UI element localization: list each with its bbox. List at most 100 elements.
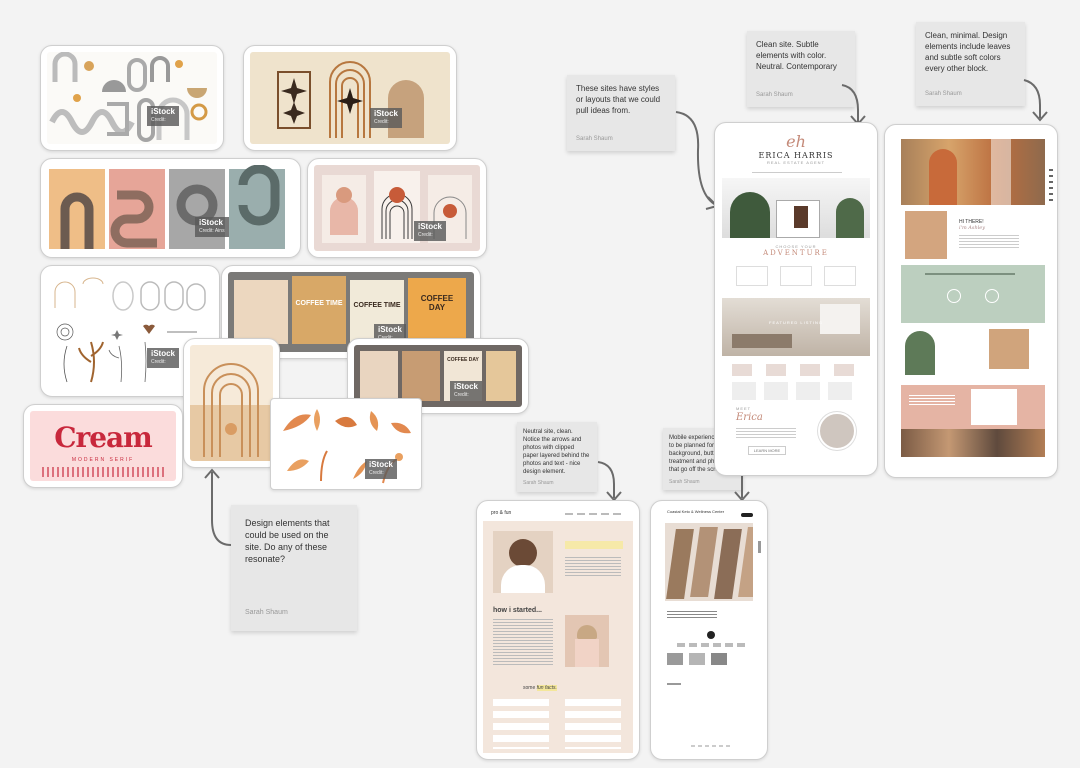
erica-featured-label: FEATURED LISTING <box>769 320 823 325</box>
coffee-time-text: COFFEE TIME <box>295 300 343 307</box>
erica-bio-text <box>736 428 796 438</box>
pro-fun-hero-highlight <box>565 541 623 549</box>
erica-site-subtitle: REAL ESTATE AGENT <box>766 160 826 165</box>
glyph-row <box>42 467 164 477</box>
pro-fun-screen: pro & fun how i started... some fun fact… <box>483 507 633 753</box>
erica-step-text <box>732 382 852 400</box>
erica-choose-text: CHOOSE YOUR <box>775 244 817 249</box>
watermark-credit: Credit: <box>418 232 433 238</box>
sticky-note-text: Clean site. Subtle elements with color. … <box>756 40 837 71</box>
soft-blocks-leaf-photo <box>905 331 935 375</box>
watermark-brand: iStock <box>199 218 224 227</box>
sticky-note-text: Neutral site, clean. Notice the arrows a… <box>523 429 590 475</box>
mobile-thumb-2[interactable] <box>689 653 705 665</box>
coffee-day-text: COFFEE DAY <box>420 294 454 312</box>
watermark-brand: iStock <box>378 325 403 334</box>
watermark-credit: Credit: <box>151 117 166 123</box>
erica-option-2[interactable] <box>780 266 812 286</box>
mobile-link[interactable] <box>667 683 681 685</box>
soft-blocks-side-nav[interactable] <box>1049 169 1053 205</box>
coffee-time-text: COFFEE TIME <box>353 302 401 309</box>
mobile-menu-button[interactable] <box>741 513 753 517</box>
watermark-brand: iStock <box>418 222 443 231</box>
tan-arch-image <box>190 345 273 461</box>
moodboard-card-cream-font[interactable]: Cream MODERN SERIF <box>23 404 183 488</box>
site-screenshot-soft-blocks[interactable]: HI THERE! i'm Ashley <box>884 124 1058 478</box>
moodboard-card-tan-arch[interactable] <box>183 338 280 468</box>
soft-blocks-footer-images <box>901 429 1045 457</box>
sticky-note-neutral-site[interactable]: Neutral site, clean. Notice the arrows a… <box>517 422 597 492</box>
erica-option-1[interactable] <box>736 266 768 286</box>
stock-watermark: iStock Credit: <box>365 459 398 479</box>
coffee-poster-4: COFFEE DAY <box>408 278 466 344</box>
pro-fun-facts-highlight: fun facts. <box>536 685 557 691</box>
site-screenshot-pro-and-fun[interactable]: pro & fun how i started... some fun fact… <box>476 500 640 760</box>
sticky-note-author: Sarah Shaum <box>669 479 700 485</box>
moodboard-card-geometric-shapes[interactable]: iStock Credit: <box>40 45 224 151</box>
botanical-line-art <box>54 277 206 383</box>
erica-steps <box>732 364 858 376</box>
pro-fun-hero-text <box>565 557 621 577</box>
erica-site-name: ERICA HARRIS <box>758 151 834 160</box>
sticky-note-text: Clean, minimal. Design elements include … <box>925 31 1011 73</box>
mobile-footer <box>691 745 731 747</box>
cream-word: Cream <box>54 421 153 454</box>
mobile-scroll-indicator[interactable] <box>758 541 761 553</box>
watermark-brand: iStock <box>151 107 176 116</box>
mobile-hero-gallery <box>665 523 753 601</box>
mobile-thumb-1[interactable] <box>667 653 683 665</box>
erica-nav <box>752 172 842 173</box>
coffee-small-poster-2 <box>402 351 440 401</box>
pro-fun-logo: pro & fun <box>491 510 512 516</box>
stock-watermark: iStock Credit: <box>370 108 403 128</box>
sticky-note-author: Sarah Shaum <box>245 609 288 616</box>
watermark-credit: Credit: <box>151 359 166 365</box>
soft-blocks-photo-2 <box>989 329 1029 369</box>
moodboard-card-arch-prints[interactable]: iStock Credit: <box>307 158 487 258</box>
watermark-credit: Credit: <box>374 119 389 125</box>
mobile-site-header: Coastal Keto & Wellness Center <box>667 509 725 514</box>
soft-blocks-portrait <box>905 211 947 259</box>
arch-prints-image: iStock Credit: <box>314 165 480 251</box>
erica-signature: Erica <box>736 412 763 423</box>
moodboard-card-coffee-small[interactable]: COFFEE DAY iStock Credit: <box>347 338 529 414</box>
moodboard-card-orange-leaves[interactable]: iStock Credit: <box>270 398 422 490</box>
pro-fun-how-heading: how i started... <box>493 607 543 614</box>
sticky-note-author: Sarah Shaum <box>756 92 793 98</box>
sticky-note-style-sites[interactable]: These sites have styles or layouts that … <box>567 75 675 151</box>
moodboard-card-coffee-posters[interactable]: COFFEE TIME COFFEE TIME COFFEE DAY iStoc… <box>221 265 481 359</box>
mobile-thumb-3[interactable] <box>711 653 727 665</box>
arches-stars-image: iStock Credit: <box>250 52 450 144</box>
sticky-note-author: Sarah Shaum <box>523 480 554 486</box>
site-screenshot-erica-harris[interactable]: eh ERICA HARRIS REAL ESTATE AGENT CHOOSE… <box>714 122 878 476</box>
stock-watermark: iStock Credit: <box>450 381 483 401</box>
erica-learn-more-button[interactable]: LEARN MORE <box>748 446 786 455</box>
soft-blocks-bio <box>959 235 1019 249</box>
pro-fun-facts-heading: some fun facts. <box>523 685 557 691</box>
sticky-note-design-elements[interactable]: Design elements that could be used on th… <box>231 505 357 631</box>
sticky-note-clean-minimal[interactable]: Clean, minimal. Design elements include … <box>916 22 1025 106</box>
moodboard-card-arches-stars[interactable]: iStock Credit: <box>243 45 457 151</box>
watermark-credit: Credit: <box>454 392 469 398</box>
watermark-brand: iStock <box>454 382 479 391</box>
erica-option-3[interactable] <box>824 266 856 286</box>
coffee-poster-1 <box>234 280 288 344</box>
color-posters-image: iStock Credit: Ains <box>47 165 294 251</box>
soft-blocks-screen: HI THERE! i'm Ashley <box>901 139 1045 461</box>
site-screenshot-mobile[interactable]: Coastal Keto & Wellness Center <box>650 500 768 760</box>
erica-monogram: eh <box>786 132 806 151</box>
mobile-screen: Coastal Keto & Wellness Center <box>661 507 761 753</box>
pro-fun-facts-pre: some <box>523 685 536 691</box>
pro-fun-facts-col-1 <box>493 699 549 749</box>
pro-fun-facts-col-2 <box>565 699 621 749</box>
pro-fun-story-photo <box>565 615 609 667</box>
erica-meet-text: MEET <box>736 406 752 411</box>
sticky-note-text: These sites have styles or layouts that … <box>576 84 661 115</box>
watermark-credit: Credit: <box>369 470 384 476</box>
sticky-note-author: Sarah Shaum <box>576 136 613 142</box>
sticky-note-author: Sarah Shaum <box>925 91 962 97</box>
coffee-small-poster-4 <box>486 351 516 401</box>
sticky-note-clean-site[interactable]: Clean site. Subtle elements with color. … <box>747 31 855 107</box>
moodboard-card-color-posters[interactable]: iStock Credit: Ains <box>40 158 301 258</box>
coffee-posters-image: COFFEE TIME COFFEE TIME COFFEE DAY iStoc… <box>228 272 474 352</box>
